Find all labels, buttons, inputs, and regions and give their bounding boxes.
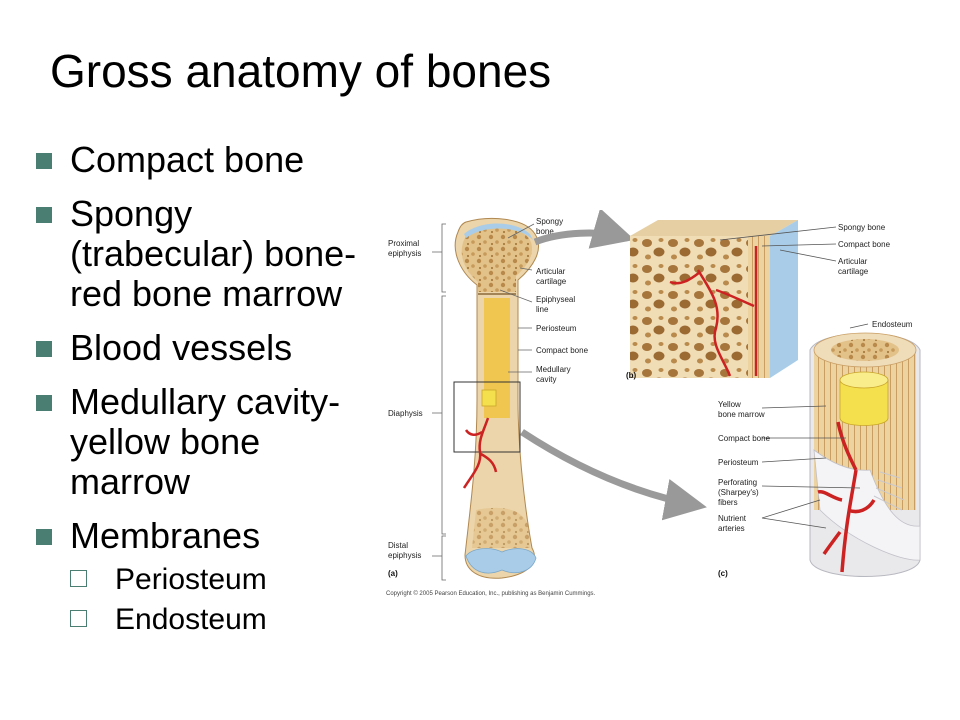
yellow-marrow-top xyxy=(839,371,889,389)
label-compact-bone-c: Compact bone xyxy=(718,434,771,443)
bullet-item: Spongy (trabecular) bone-red bone marrow xyxy=(36,194,366,314)
bullet-text: Medullary cavity-yellow bone marrow xyxy=(70,381,341,502)
leader-lines-b xyxy=(719,226,837,262)
panel-letter-c: (c) xyxy=(718,569,728,578)
block-top-face xyxy=(630,220,798,236)
sub-bullet-text: Periosteum xyxy=(115,563,267,596)
block-side-cartilage xyxy=(770,220,798,378)
bullet-text: Spongy (trabecular) bone-red bone marrow xyxy=(70,193,357,314)
label-periosteum-a: Periosteum xyxy=(536,324,577,333)
bullet-item: Membranes Periosteum Endosteum xyxy=(36,516,366,640)
bone-anatomy-figure: Proximal epiphysis Diaphysis Distal epip… xyxy=(386,210,921,597)
bullet-list: Compact bone Spongy (trabecular) bone-re… xyxy=(36,140,366,640)
yellow-marrow-plug xyxy=(481,389,497,407)
label-bone-a: bone xyxy=(536,227,554,236)
label-sharpeys: (Sharpey's) xyxy=(718,488,759,497)
square-bullet-icon xyxy=(36,395,52,411)
label-line: line xyxy=(536,305,549,314)
label-epiphysis-proximal: epiphysis xyxy=(388,249,421,258)
label-compact-bone-b: Compact bone xyxy=(838,240,891,249)
distal-spongy-bone xyxy=(472,507,530,548)
label-arteries: arteries xyxy=(718,524,745,533)
square-bullet-icon xyxy=(36,341,52,357)
label-epiphysis-distal: epiphysis xyxy=(388,551,421,560)
bullet-text: Membranes xyxy=(70,515,261,556)
panel-b-spongy-block: Spongy bone Compact bone Articular carti… xyxy=(626,220,891,380)
label-proximal: Proximal xyxy=(388,239,419,248)
label-cartilage-a: cartilage xyxy=(536,277,567,286)
articular-cartilage-proximal xyxy=(464,223,533,240)
label-epiphyseal: Epiphyseal xyxy=(536,295,575,304)
label-medullary: Medullary xyxy=(536,365,571,374)
label-cavity: cavity xyxy=(536,375,556,384)
panel-letter-b: (b) xyxy=(626,371,637,380)
label-perforating: Perforating xyxy=(718,478,757,487)
label-compact-bone-a: Compact bone xyxy=(536,346,589,355)
nutrient-arteries-c xyxy=(817,421,876,573)
bullet-item: Blood vessels xyxy=(36,328,366,368)
right-leader-lines xyxy=(499,223,535,373)
sub-bullet-text: Endosteum xyxy=(115,603,267,636)
square-bullet-icon xyxy=(36,207,52,223)
panel-letter-a: (a) xyxy=(388,569,398,578)
label-bone-marrow: bone marrow xyxy=(718,410,765,419)
perforating-fibers xyxy=(873,471,905,511)
sub-bullet-list: Periosteum Endosteum xyxy=(70,560,366,640)
label-cartilage-b: cartilage xyxy=(838,267,869,276)
yellow-marrow-cylinder xyxy=(839,379,889,426)
hollow-square-bullet-icon xyxy=(70,570,87,587)
square-bullet-icon xyxy=(36,153,52,169)
left-leader-lines xyxy=(432,251,442,557)
block-front-spongy xyxy=(630,236,762,378)
arrow-to-panel-b xyxy=(533,210,635,249)
endosteum-ring xyxy=(831,339,899,361)
label-articular-b: Articular xyxy=(838,257,868,266)
nutrient-artery-a xyxy=(462,417,498,489)
hollow-square-bullet-icon xyxy=(70,610,87,627)
articular-cartilage-distal xyxy=(465,548,537,574)
leader-lines-c xyxy=(761,323,869,529)
label-periosteum-c: Periosteum xyxy=(718,458,759,467)
label-nutrient: Nutrient xyxy=(718,514,747,523)
slide-title: Gross anatomy of bones xyxy=(50,45,552,97)
proximal-spongy-bone xyxy=(461,227,533,292)
label-fibers: fibers xyxy=(718,498,738,507)
block-front-compact xyxy=(748,236,770,378)
bullet-item: Medullary cavity-yellow bone marrow xyxy=(36,382,366,502)
label-articular-a: Articular xyxy=(536,267,566,276)
sub-bullet-item: Endosteum xyxy=(70,600,366,640)
arrow-to-panel-c xyxy=(520,429,707,521)
periosteum-peel xyxy=(813,449,921,561)
square-bullet-icon xyxy=(36,529,52,545)
epiphysis-brackets xyxy=(441,223,446,581)
sub-bullet-item: Periosteum xyxy=(70,560,366,600)
bullet-text: Blood vessels xyxy=(70,327,293,368)
label-endosteum: Endosteum xyxy=(872,320,913,329)
label-spongy-bone-b: Spongy bone xyxy=(838,223,886,232)
label-yellow: Yellow xyxy=(718,400,741,409)
vessels-b xyxy=(669,246,758,377)
bullet-item: Compact bone xyxy=(36,140,366,180)
label-diaphysis: Diaphysis xyxy=(388,409,423,418)
panel-c-shaft-section: Endosteum Yellow bone marrow Compact bon… xyxy=(718,320,921,578)
copyright-note: Copyright © 2005 Pearson Education, Inc.… xyxy=(386,590,596,597)
label-spongy-a: Spongy xyxy=(536,217,563,226)
bullet-text: Compact bone xyxy=(70,139,305,180)
panel-a-long-bone: Proximal epiphysis Diaphysis Distal epip… xyxy=(388,217,589,581)
bone-section-box xyxy=(453,381,521,453)
label-distal: Distal xyxy=(388,541,408,550)
